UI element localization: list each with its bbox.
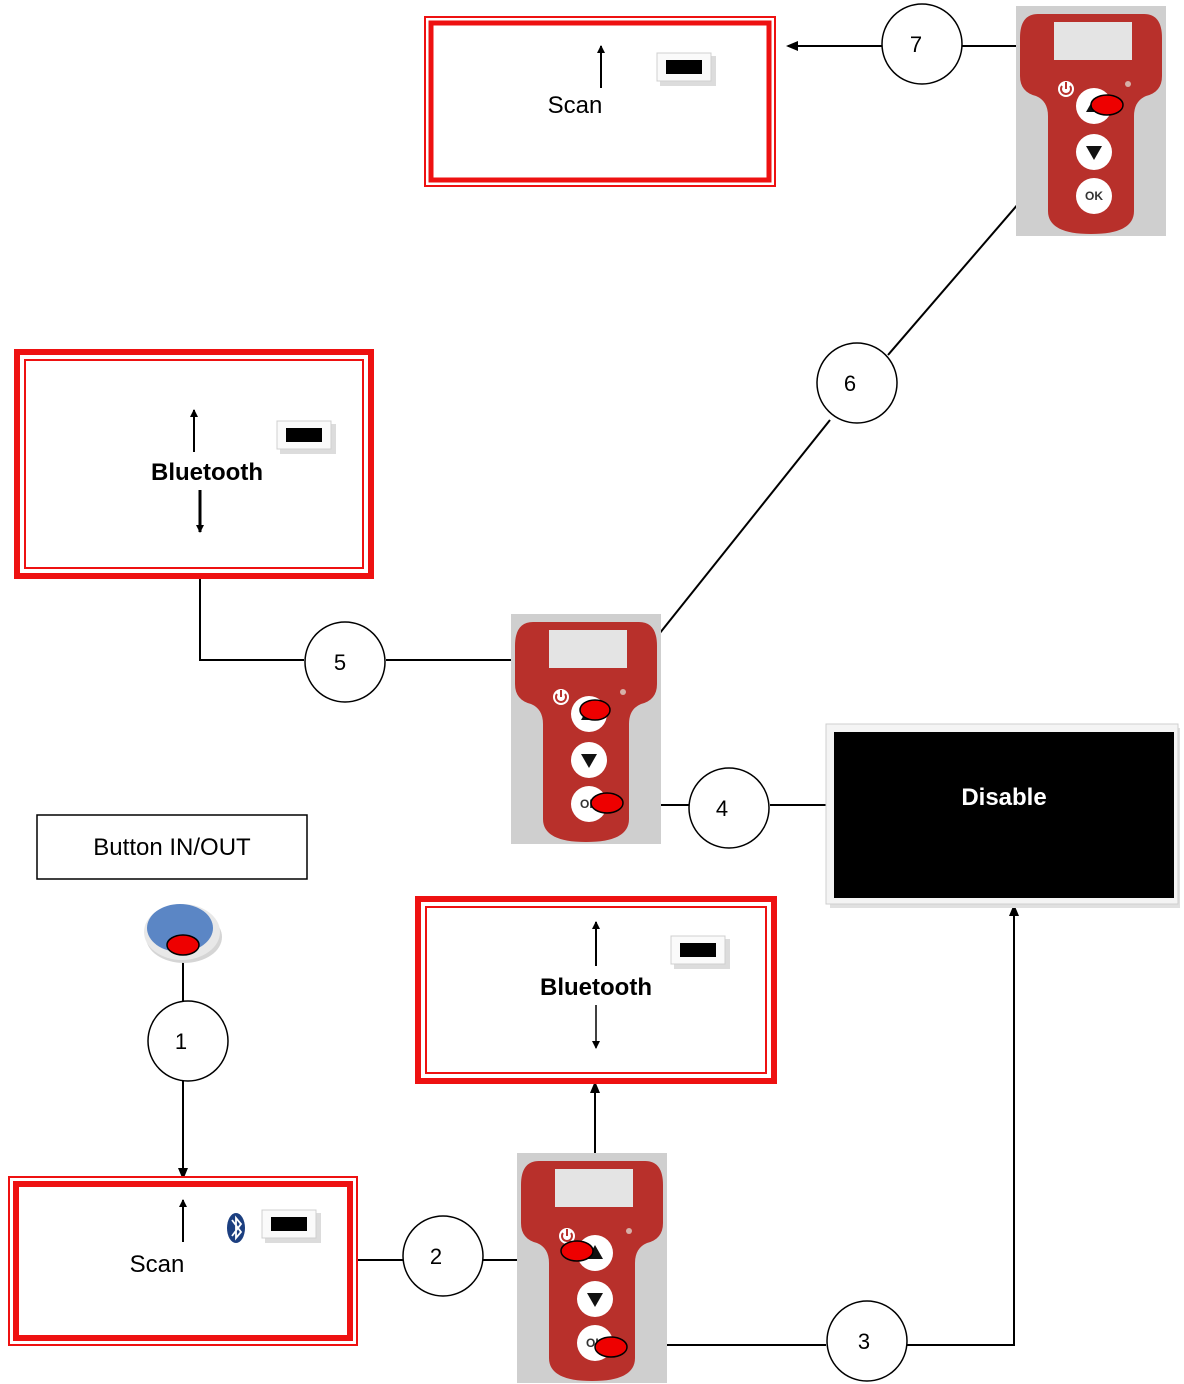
legend-label: Button IN/OUT bbox=[93, 834, 251, 861]
bluetooth-icon bbox=[227, 1213, 245, 1243]
handheld-device-bottom: OK bbox=[517, 1153, 667, 1383]
connector-5a bbox=[199, 578, 304, 661]
battery-icon bbox=[261, 1209, 321, 1243]
step-number: 4 bbox=[716, 796, 728, 821]
step-number: 1 bbox=[175, 1029, 187, 1054]
screen-scan-bottom: Scan bbox=[8, 1176, 358, 1346]
screen-label: Bluetooth bbox=[540, 974, 652, 1001]
screen-bluetooth-mid: Bluetooth bbox=[415, 896, 777, 1084]
step-circle-4: 4 bbox=[688, 767, 770, 849]
step-number: 3 bbox=[858, 1329, 870, 1354]
battery-icon bbox=[670, 935, 730, 969]
step-circle-1: 1 bbox=[147, 1000, 229, 1082]
screen-label: Disable bbox=[961, 784, 1046, 811]
battery-icon bbox=[656, 52, 716, 86]
handheld-device-mid: OK bbox=[511, 614, 661, 844]
screen-bluetooth-left: Bluetooth bbox=[14, 349, 374, 579]
press-marker bbox=[594, 1336, 628, 1358]
step-number: 6 bbox=[844, 371, 856, 396]
battery-icon bbox=[276, 420, 336, 454]
step-number: 5 bbox=[334, 650, 346, 675]
step-circle-3: 3 bbox=[826, 1300, 908, 1382]
screen-label: Scan bbox=[130, 1251, 185, 1278]
step-circle-2: 2 bbox=[402, 1215, 484, 1297]
screen-label: Bluetooth bbox=[151, 459, 263, 486]
step-number: 7 bbox=[910, 32, 922, 57]
press-marker bbox=[579, 699, 611, 721]
step-circle-6: 6 bbox=[816, 342, 898, 424]
step-circle-7: 7 bbox=[881, 3, 963, 85]
legend: Button IN/OUT bbox=[36, 814, 308, 963]
press-marker bbox=[590, 792, 624, 814]
screen-disable: Disable bbox=[825, 723, 1180, 908]
press-marker bbox=[1090, 94, 1124, 116]
press-marker bbox=[560, 1240, 594, 1262]
ok-button-label: OK bbox=[1085, 189, 1103, 203]
screen-label: Scan bbox=[548, 92, 603, 119]
connector-3b bbox=[906, 904, 1019, 1346]
screen-scan-top: Scan bbox=[424, 16, 776, 187]
button-in-out-icon bbox=[144, 904, 222, 963]
handheld-device-top: OK bbox=[1016, 6, 1166, 236]
step-number: 2 bbox=[430, 1244, 442, 1269]
step-circle-5: 5 bbox=[304, 621, 386, 703]
